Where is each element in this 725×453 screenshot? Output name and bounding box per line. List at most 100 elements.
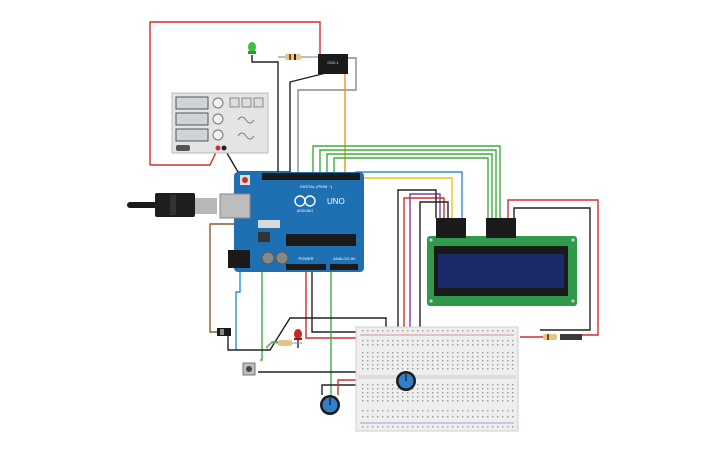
breadboard-hole bbox=[362, 352, 364, 354]
resistor-top[interactable] bbox=[278, 54, 318, 60]
wire-power-red[interactable] bbox=[305, 268, 378, 339]
breadboard-hole bbox=[472, 400, 474, 402]
wire-lcd-purple[interactable] bbox=[409, 193, 441, 335]
wire-lcd-right-red[interactable] bbox=[507, 199, 599, 336]
wire-brown[interactable] bbox=[209, 223, 236, 333]
wire-power-black[interactable] bbox=[311, 268, 386, 333]
breadboard-hole bbox=[507, 356, 509, 358]
breadboard-hole bbox=[422, 340, 424, 342]
wire-green-3[interactable] bbox=[326, 153, 493, 218]
breadboard-hole bbox=[422, 356, 424, 358]
power-header bbox=[286, 264, 326, 270]
breadboard-hole bbox=[472, 352, 474, 354]
reset-button[interactable] bbox=[242, 177, 248, 183]
wire-black-led[interactable] bbox=[251, 55, 279, 172]
wire-lcd-red[interactable] bbox=[403, 197, 445, 360]
wire-lcd-black[interactable] bbox=[397, 189, 437, 335]
relay[interactable]: G5V-1 bbox=[318, 54, 348, 74]
wire-green-1[interactable] bbox=[312, 145, 501, 218]
breadboard-hole bbox=[447, 392, 449, 394]
breadboard-hole bbox=[377, 352, 379, 354]
breadboard-hole bbox=[502, 360, 504, 362]
breadboard-hole bbox=[482, 360, 484, 362]
breadboard-hole bbox=[377, 364, 379, 366]
breadboard-hole bbox=[412, 356, 414, 358]
breadboard-hole bbox=[452, 392, 454, 394]
breadboard-hole bbox=[412, 368, 414, 370]
lcd-16x2[interactable] bbox=[427, 218, 577, 306]
function-generator[interactable] bbox=[171, 92, 269, 154]
breadboard-hole bbox=[512, 344, 514, 346]
breadboard-hole bbox=[422, 344, 424, 346]
wire-blue-switch[interactable] bbox=[235, 272, 241, 350]
breadboard-hole bbox=[477, 410, 479, 412]
breadboard-hole bbox=[492, 392, 494, 394]
breadboard-hole bbox=[442, 360, 444, 362]
breadboard-hole bbox=[427, 340, 429, 342]
breadboard-hole bbox=[437, 360, 439, 362]
lcd-header-left bbox=[436, 218, 466, 238]
breadboard-hole bbox=[442, 396, 444, 398]
wire-green-button[interactable] bbox=[260, 232, 263, 361]
breadboard-hole bbox=[487, 416, 489, 418]
breadboard-hole bbox=[392, 368, 394, 370]
breadboard-hole bbox=[437, 426, 439, 428]
breadboard-hole bbox=[367, 392, 369, 394]
wire-button-black[interactable] bbox=[258, 360, 361, 373]
breadboard-hole bbox=[512, 330, 514, 332]
breadboard-hole bbox=[407, 400, 409, 402]
breadboard-hole bbox=[452, 330, 454, 332]
breadboard-hole bbox=[362, 340, 364, 342]
breadboard-hole bbox=[457, 364, 459, 366]
wire-red-osc-relay[interactable] bbox=[149, 21, 321, 165]
breadboard-hole bbox=[437, 392, 439, 394]
breadboard-hole bbox=[487, 360, 489, 362]
green-led[interactable] bbox=[248, 42, 256, 54]
breadboard-hole bbox=[507, 426, 509, 428]
breadboard-hole bbox=[412, 416, 414, 418]
breadboard-hole bbox=[477, 344, 479, 346]
breadboard-hole bbox=[452, 364, 454, 366]
breadboard-hole bbox=[392, 352, 394, 354]
arduino-uno-board[interactable]: DIGITAL (PWM ~) UNO ARDUINO POWER ANALOG… bbox=[219, 172, 364, 272]
breadboard-hole bbox=[367, 388, 369, 390]
breadboard-hole bbox=[377, 416, 379, 418]
potentiometer-right[interactable] bbox=[396, 371, 416, 391]
resistor-right[interactable] bbox=[543, 334, 582, 340]
breadboard-hole bbox=[432, 340, 434, 342]
wire-green-2[interactable] bbox=[319, 149, 497, 218]
wire-red-osc-bottom[interactable] bbox=[150, 147, 219, 166]
breadboard-hole bbox=[362, 416, 364, 418]
breadboard-hole bbox=[507, 400, 509, 402]
breadboard-hole bbox=[377, 410, 379, 412]
wire-lcd-right-black[interactable] bbox=[513, 207, 591, 331]
resistor-led[interactable] bbox=[270, 340, 302, 346]
breadboard-hole bbox=[457, 384, 459, 386]
breadboard-hole bbox=[482, 426, 484, 428]
breadboard-hole bbox=[372, 356, 374, 358]
breadboard-hole bbox=[472, 396, 474, 398]
breadboard-hole bbox=[362, 356, 364, 358]
breadboard-hole bbox=[417, 426, 419, 428]
wire-gray-relay[interactable] bbox=[297, 57, 357, 175]
breadboard-hole bbox=[392, 344, 394, 346]
red-led[interactable] bbox=[294, 329, 302, 340]
push-button[interactable] bbox=[242, 362, 256, 376]
breadboard-hole bbox=[472, 356, 474, 358]
breadboard-hole bbox=[412, 340, 414, 342]
breadboard-hole bbox=[497, 384, 499, 386]
breadboard-hole bbox=[482, 384, 484, 386]
wire-blue[interactable] bbox=[355, 171, 463, 218]
breadboard-hole bbox=[467, 356, 469, 358]
breadboard[interactable] bbox=[355, 326, 519, 432]
breadboard-hole bbox=[507, 388, 509, 390]
breadboard-hole bbox=[442, 356, 444, 358]
potentiometer-left[interactable] bbox=[320, 395, 340, 415]
wire-green-4[interactable] bbox=[333, 157, 489, 218]
breadboard-hole bbox=[442, 330, 444, 332]
breadboard-hole bbox=[392, 416, 394, 418]
wire-black-switch[interactable] bbox=[227, 317, 387, 351]
breadboard-hole bbox=[477, 364, 479, 366]
slide-switch[interactable] bbox=[217, 328, 231, 336]
wire-lcd-black-2[interactable] bbox=[419, 201, 449, 335]
